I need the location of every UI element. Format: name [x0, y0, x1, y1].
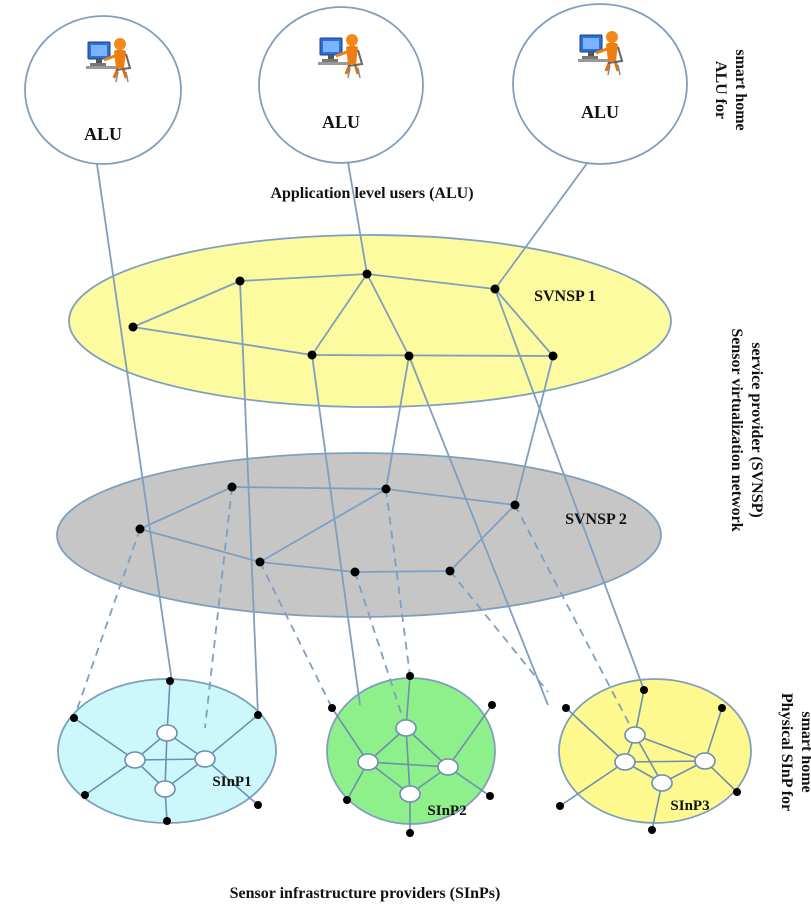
svnsp-side-caption: Sensor virtualization network service pr… — [728, 328, 765, 531]
alu-links — [96, 161, 589, 683]
svnsp2-layer — [56, 452, 662, 618]
svnsp2-label: SVNSP 2 — [565, 511, 627, 528]
mapping-links — [73, 486, 636, 736]
sinp-side-caption-line2: smart home — [798, 711, 811, 792]
sinp1-network: SInP1 — [70, 677, 262, 825]
alu-label: ALU — [84, 124, 122, 144]
svnsp2-nodes — [135, 482, 520, 577]
alu-side-caption: ALU for smart home — [712, 49, 749, 130]
svnsp1-network — [132, 273, 554, 357]
sinp3-network: SInP3 — [556, 686, 741, 834]
sinp2-network: SInP2 — [328, 672, 496, 837]
sinp-side-caption-line1: Physical SInP for — [778, 693, 795, 811]
svnsp1-layer — [68, 234, 672, 408]
alu-side-caption-line1: ALU for — [712, 61, 729, 119]
svnsp2-network — [139, 486, 516, 573]
alu-node-2: ALU — [258, 6, 424, 164]
svnsp1-nodes — [128, 269, 558, 361]
cross-layer-links — [239, 280, 645, 716]
alu-node-1: ALU — [24, 15, 182, 165]
alu-side-caption-line2: smart home — [732, 49, 749, 130]
sinp-side-caption: Physical SInP for smart home — [778, 693, 811, 811]
alu-label: ALU — [581, 102, 619, 122]
svnsp-side-caption-line2: service provider (SVNSP) — [748, 342, 765, 517]
alu-node-3: ALU — [512, 3, 688, 165]
sinp-group-caption: Sensor infrastructure providers (SInPs) — [230, 885, 501, 902]
sinp3-label: SInP3 — [670, 798, 709, 814]
sinp3-ellipse — [558, 678, 752, 824]
alu-group-caption: Application level users (ALU) — [270, 185, 473, 202]
alu-label: ALU — [322, 112, 360, 132]
sinp2-label: SInP2 — [427, 803, 466, 819]
svnsp-side-caption-line1: Sensor virtualization network — [728, 328, 745, 531]
sinp1-label: SInP1 — [212, 774, 251, 790]
svnsp1-label: SVNSP 1 — [534, 288, 596, 305]
